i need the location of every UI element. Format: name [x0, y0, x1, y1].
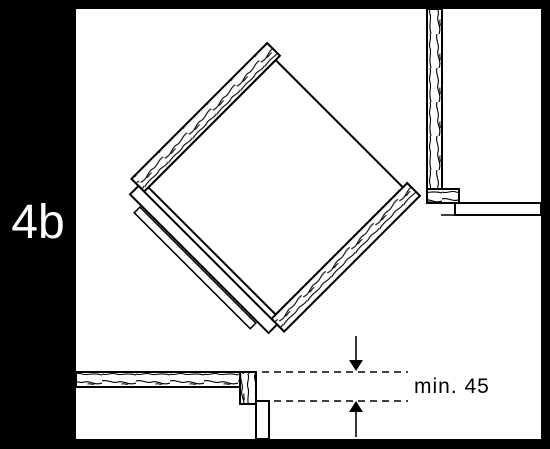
rotated-cabinet [128, 41, 422, 335]
right-cabinet-panel [426, 8, 542, 216]
clearance-dimension: min. 45 [262, 336, 490, 437]
arrow-up-icon [349, 401, 363, 437]
step-label: 4b [11, 196, 64, 249]
arrow-down-icon [349, 336, 363, 371]
dimension-label: min. 45 [414, 375, 490, 398]
